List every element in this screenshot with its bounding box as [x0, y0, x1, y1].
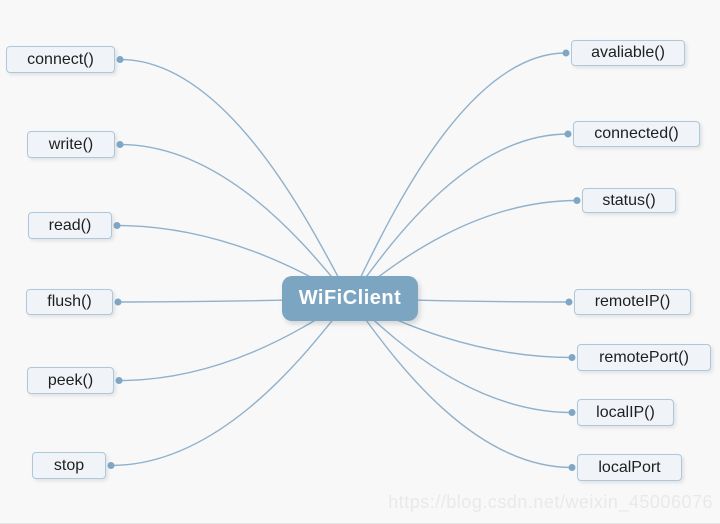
node-connect[interactable]: connect()	[6, 46, 115, 73]
connector-dot-localip	[568, 409, 576, 416]
edge-avaliable	[349, 52, 567, 299]
center-node-wificlient[interactable]: WiFiClient	[282, 276, 418, 321]
connector-dot-connected	[564, 130, 572, 138]
node-remoteip[interactable]: remoteIP()	[574, 289, 691, 315]
connector-dot-write	[116, 141, 124, 148]
node-connected[interactable]: connected()	[573, 121, 700, 147]
node-avaliable[interactable]: avaliable()	[571, 40, 685, 66]
connector-dot-status	[573, 197, 581, 204]
node-localport[interactable]: localPort	[577, 454, 682, 481]
connector-dot-read	[113, 222, 121, 229]
node-status[interactable]: status()	[582, 188, 676, 213]
connector-dot-flush	[114, 298, 122, 306]
node-read[interactable]: read()	[28, 212, 112, 239]
connector-dot-stop	[107, 462, 115, 469]
edge-connect	[119, 58, 351, 299]
node-write[interactable]: write()	[27, 131, 115, 158]
node-peek[interactable]: peek()	[27, 367, 114, 394]
connector-dot-remoteport	[568, 354, 576, 361]
edge-stop	[110, 298, 351, 467]
node-flush[interactable]: flush()	[26, 289, 113, 315]
connector-dot-remoteip	[565, 298, 573, 306]
connector-dot-peek	[115, 377, 123, 384]
node-remoteport[interactable]: remotePort()	[577, 344, 711, 371]
connector-dot-localport	[568, 464, 576, 471]
connector-dot-connect	[116, 56, 124, 63]
node-stop[interactable]: stop	[32, 452, 106, 479]
node-localip[interactable]: localIP()	[577, 399, 674, 426]
connector-dot-avaliable	[562, 49, 570, 57]
